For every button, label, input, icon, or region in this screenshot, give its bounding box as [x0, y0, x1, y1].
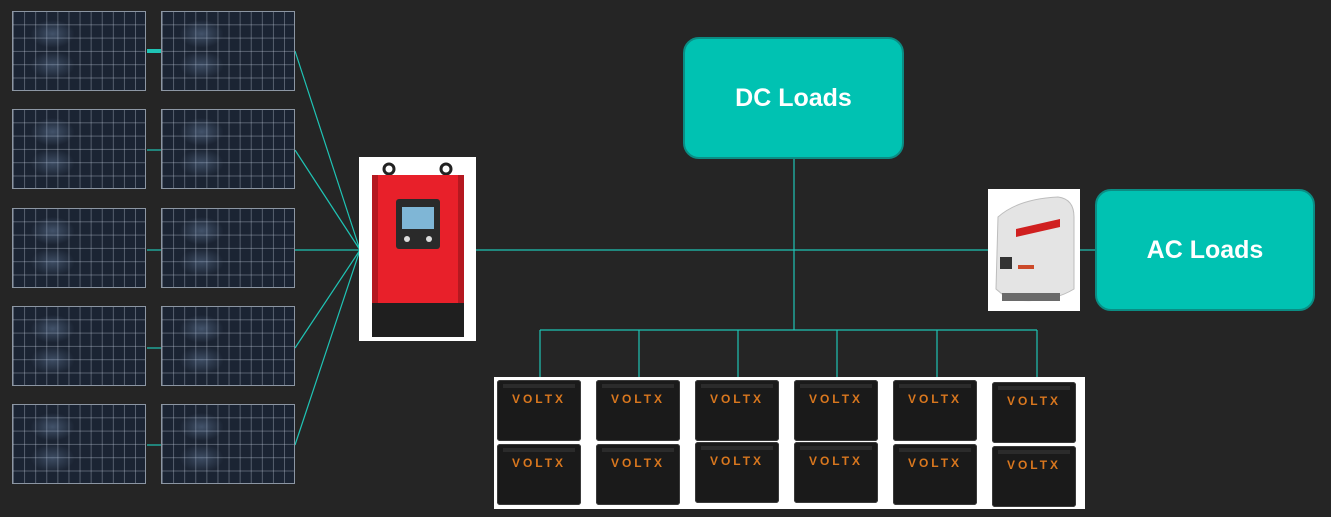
dc-loads-box: DC Loads	[683, 37, 904, 159]
battery: VOLTX	[893, 444, 977, 505]
inverter	[988, 189, 1080, 311]
battery: VOLTX	[497, 380, 581, 441]
battery-brand: VOLTX	[511, 392, 567, 406]
solar-panel	[161, 306, 295, 386]
solar-panel	[161, 404, 295, 484]
solar-panel	[12, 208, 146, 288]
inverter-icon	[995, 196, 1075, 302]
battery: VOLTX	[695, 442, 779, 503]
ac-loads-label: AC Loads	[1146, 235, 1264, 264]
battery: VOLTX	[992, 382, 1076, 443]
dc-loads-label: DC Loads	[735, 83, 852, 112]
battery-brand: VOLTX	[808, 454, 864, 468]
battery-bank	[494, 377, 1085, 509]
battery-brand: VOLTX	[808, 392, 864, 406]
battery-brand: VOLTX	[709, 454, 765, 468]
battery: VOLTX	[992, 446, 1076, 507]
battery: VOLTX	[794, 380, 878, 441]
battery: VOLTX	[596, 380, 680, 441]
charge-controller-icon	[372, 162, 464, 337]
charge-controller	[359, 157, 476, 341]
battery: VOLTX	[695, 380, 779, 441]
battery-brand: VOLTX	[1006, 394, 1062, 408]
battery: VOLTX	[497, 444, 581, 505]
battery-brand: VOLTX	[610, 392, 666, 406]
solar-panel	[12, 306, 146, 386]
battery-brand: VOLTX	[1006, 458, 1062, 472]
solar-panel	[12, 404, 146, 484]
solar-panel	[12, 109, 146, 189]
battery-brand: VOLTX	[907, 456, 963, 470]
battery: VOLTX	[596, 444, 680, 505]
battery: VOLTX	[893, 380, 977, 441]
solar-panel	[12, 11, 146, 91]
solar-panel	[161, 109, 295, 189]
battery: VOLTX	[794, 442, 878, 503]
battery-brand: VOLTX	[610, 456, 666, 470]
solar-panel	[161, 208, 295, 288]
solar-panel	[161, 11, 295, 91]
battery-brand: VOLTX	[907, 392, 963, 406]
battery-brand: VOLTX	[511, 456, 567, 470]
ac-loads-box: AC Loads	[1095, 189, 1315, 311]
battery-brand: VOLTX	[709, 392, 765, 406]
